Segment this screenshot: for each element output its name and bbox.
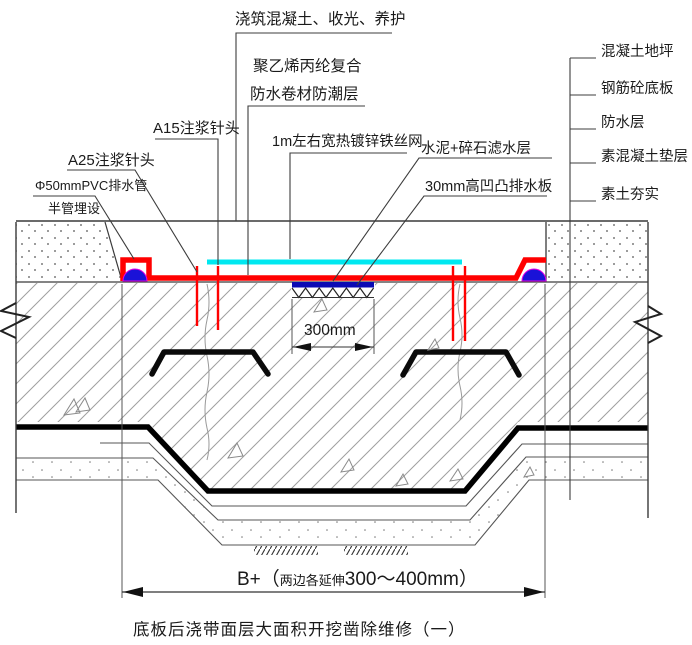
label-filter: 水泥+碎石滤水层 <box>421 140 531 157</box>
label-pour-concrete: 浇筑混凝土、收光、养护 <box>235 10 406 28</box>
label-rc-slab: 钢筋砼底板 <box>601 79 674 97</box>
drainboard-board <box>292 282 374 288</box>
pvc-half-pipe-left <box>122 268 148 282</box>
drainboard-dimples <box>291 286 375 299</box>
label-cushion: 素混凝土垫层 <box>601 148 688 165</box>
compacted-soil-ticks-right <box>344 546 408 555</box>
dim-arrow-right <box>355 343 373 351</box>
callout-labels: 浇筑混凝土、收光、养护 聚乙烯丙纶复合 防水卷材防潮层 A15注浆针头 A25注… <box>35 10 553 216</box>
pvc-half-pipe-right <box>521 268 547 282</box>
leader-a25 <box>67 169 198 273</box>
label-membrane-1: 聚乙烯丙纶复合 <box>253 57 362 75</box>
right-label-ladder <box>569 57 596 500</box>
break-symbol-right <box>632 305 664 344</box>
label-compacted-soil: 素土夯实 <box>601 186 659 203</box>
label-pvc-2: 半管埋设 <box>48 201 100 216</box>
concrete-floor-bands <box>16 222 648 281</box>
leader-membrane <box>247 105 365 275</box>
compacted-soil-ticks-left <box>254 546 318 555</box>
dim-groove-text: 300mm <box>304 322 356 339</box>
floor-band-left <box>16 222 122 281</box>
leader-lines <box>33 32 552 286</box>
leader-filter <box>332 157 552 282</box>
label-pvc-1: Φ50mmPVC排水管 <box>35 178 147 193</box>
waterstop-left <box>149 349 271 377</box>
cushion-layer-lines <box>16 442 648 546</box>
leader-pvc <box>33 195 135 260</box>
label-drainboard: 30mm高凹凸排水板 <box>425 177 553 195</box>
layer-labels: 混凝土地坪 钢筋砼底板 防水层 素混凝土垫层 素土夯实 <box>601 43 688 203</box>
label-a25: A25注浆针头 <box>68 151 155 169</box>
plain-concrete-cushion <box>16 458 648 544</box>
dim-excavation-b: B+（两边各延伸300～400mm） <box>121 284 546 598</box>
dim-arrow-left <box>293 343 311 351</box>
joint-wavy-left <box>204 283 210 461</box>
layer-line-1 <box>100 442 648 507</box>
waterstop-right <box>400 349 522 378</box>
label-membrane-2: 防水卷材防潮层 <box>250 85 359 103</box>
dim-b-text: B+（两边各延伸300～400mm） <box>237 568 478 590</box>
waterproof-membrane-red <box>120 257 546 281</box>
waterproof-layer-line <box>16 424 648 494</box>
label-waterproof-layer: 防水层 <box>601 114 645 131</box>
dim-groove-300: 300mm <box>291 299 375 354</box>
grout-needles <box>195 266 467 341</box>
leader-drainboard <box>356 195 547 286</box>
leader-pour-concrete <box>235 32 392 221</box>
aggregate-symbols <box>63 297 535 487</box>
chipped-edge-left <box>104 221 123 282</box>
drawing-caption: 底板后浇带面层大面积开挖凿除维修（一） <box>133 620 466 639</box>
dim-arrow-left <box>123 587 143 597</box>
leader-wire-mesh <box>289 152 407 259</box>
steel-waterstops <box>149 349 522 378</box>
floor-band-right <box>546 222 648 281</box>
label-concrete-floor: 混凝土地坪 <box>601 43 674 60</box>
label-wire-mesh: 1m左右宽热镀锌铁丝网 <box>272 133 423 150</box>
break-symbol-left <box>0 302 32 339</box>
layer-line-3 <box>16 479 648 546</box>
dim-arrow-right <box>524 587 544 597</box>
layer-line-2 <box>16 456 648 521</box>
label-a15: A15注浆针头 <box>153 119 240 137</box>
leader-a15 <box>155 138 219 265</box>
rc-slab-hatch <box>16 283 648 491</box>
